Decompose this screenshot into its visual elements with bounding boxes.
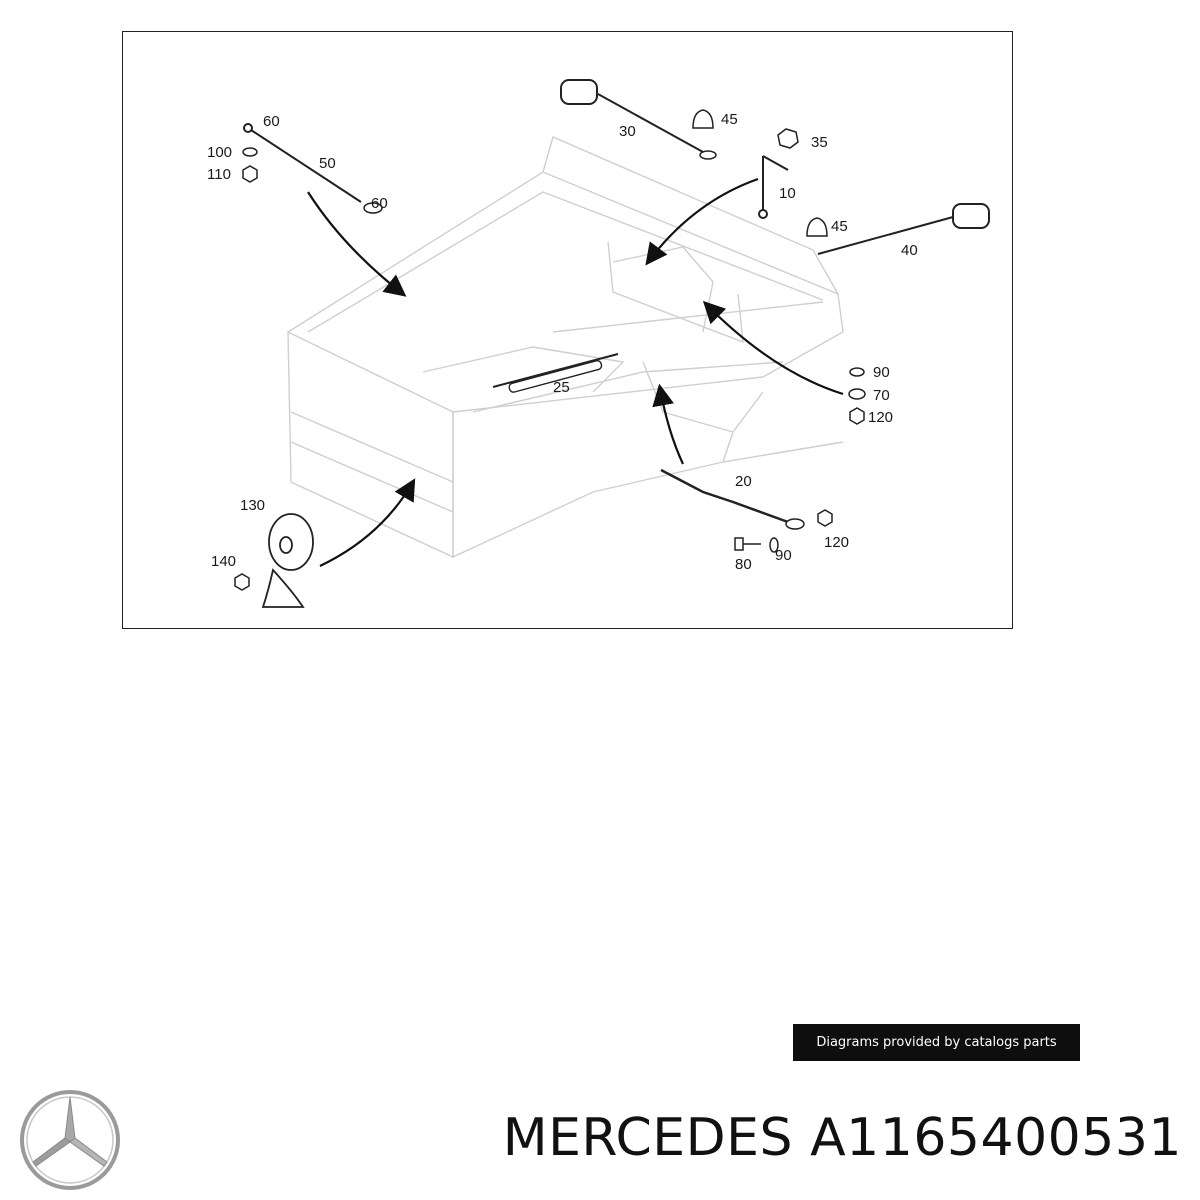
callout-60-top: 60 [263,113,280,130]
part-nut-120b [817,509,833,527]
part-horn-130 [261,513,314,608]
part-cap-nut-45b [806,217,828,237]
callout-45-right: 45 [831,218,848,235]
callout-30: 30 [619,123,636,140]
callout-80: 80 [735,556,752,573]
callout-140: 140 [211,553,236,570]
part-cable-40 [817,203,990,255]
callout-60-bottom: 60 [371,195,388,212]
callout-70: 70 [873,387,890,404]
brand-name: MERCEDES [502,1108,794,1168]
callout-110: 110 [207,166,231,183]
callout-120-right: 120 [868,409,893,426]
parts-diagram-frame: 60 100 110 50 60 30 45 35 10 45 40 25 90… [122,31,1013,629]
part-washer-90b [769,537,779,553]
callout-130: 130 [240,497,265,514]
callout-90-bottom: 90 [775,547,792,564]
callout-90-right: 90 [873,364,890,381]
diagram-credit-badge: Diagrams provided by catalogs parts [793,1024,1080,1061]
callout-25: 25 [553,379,570,396]
callout-50: 50 [319,155,336,172]
part-nut-140 [234,573,250,591]
callout-10: 10 [779,185,796,202]
callout-100: 100 [207,144,232,161]
part-cable-50 [243,123,383,214]
parts-diagram: 60 100 110 50 60 30 45 35 10 45 40 25 90… [207,79,990,608]
part-ground-strap-20 [660,468,805,530]
part-cap-nut-45a [692,109,714,129]
callout-20: 20 [735,473,752,490]
diagram-credit-text: Diagrams provided by catalogs parts [816,1035,1057,1050]
part-nut-110 [242,165,258,183]
part-cable-25 [492,353,619,393]
callout-45-top: 45 [721,111,738,128]
indicator-arrows [307,177,844,567]
part-nut-35 [777,128,799,149]
part-title: MERCEDES A1165400531 [503,1108,1182,1168]
part-washer-100 [242,147,258,157]
part-bolt-80 [734,537,761,551]
part-bracket-10 [758,155,789,219]
part-nut-120a [849,407,865,425]
part-washer-90a [849,367,865,377]
part-washer-70 [848,388,866,400]
part-cable-30 [560,79,717,160]
callout-35: 35 [811,134,828,151]
callout-120-bottom: 120 [824,534,849,551]
part-number: A1165400531 [810,1108,1182,1168]
callout-40: 40 [901,242,918,259]
mercedes-star-icon [20,1090,120,1190]
